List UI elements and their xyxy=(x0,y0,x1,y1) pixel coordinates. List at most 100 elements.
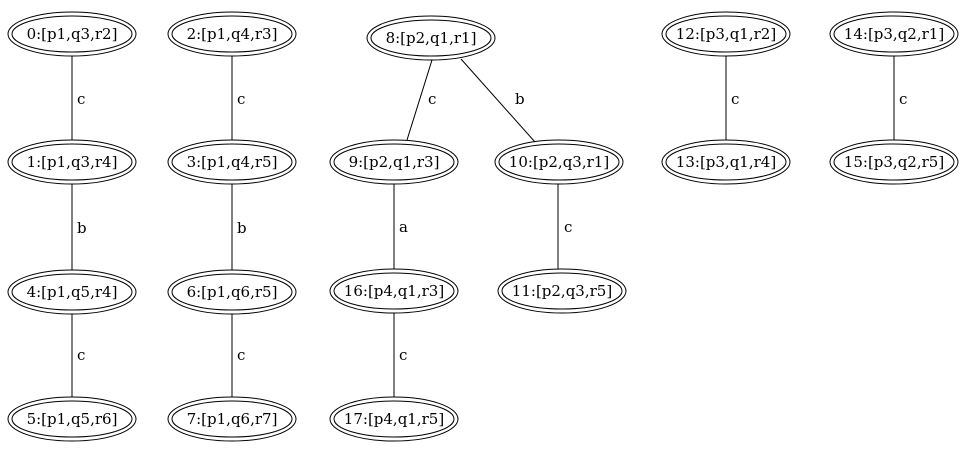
node-outer-ring xyxy=(7,396,137,442)
node-label: 9:[p2,q1,r3] xyxy=(349,153,440,171)
edge-16-17: c xyxy=(393,313,407,397)
node-outer-ring xyxy=(329,268,459,314)
node-6: 6:[p1,q6,r5] xyxy=(167,269,297,315)
edge-8-10: b xyxy=(460,58,536,143)
node-10: 10:[p2,q3,r1] xyxy=(494,139,624,185)
edge-label: c xyxy=(564,218,572,236)
node-inner-ring xyxy=(333,272,455,310)
node-inner-ring xyxy=(501,272,623,310)
node-15: 15:[p3,q2,r5] xyxy=(829,139,959,185)
node-outer-ring xyxy=(829,11,959,57)
node-inner-ring xyxy=(333,400,455,438)
node-inner-ring xyxy=(665,143,787,181)
node-outer-ring xyxy=(494,139,624,185)
edge-label: c xyxy=(237,90,245,108)
edge-label: c xyxy=(899,90,907,108)
edge-line xyxy=(406,59,433,141)
edge-label: b xyxy=(515,90,525,108)
node-outer-ring xyxy=(366,15,496,61)
node-outer-ring xyxy=(497,268,627,314)
edge-8-9: c xyxy=(406,59,436,141)
node-inner-ring xyxy=(665,15,787,53)
node-1: 1:[p1,q3,r4] xyxy=(7,139,137,185)
node-inner-ring xyxy=(171,400,293,438)
edge-3-6: b xyxy=(231,184,247,270)
node-label: 7:[p1,q6,r7] xyxy=(187,410,278,428)
node-12: 12:[p3,q1,r2] xyxy=(661,11,791,57)
node-inner-ring xyxy=(171,273,293,311)
node-inner-ring xyxy=(370,19,492,57)
edge-6-7: c xyxy=(231,314,245,397)
node-inner-ring xyxy=(11,400,133,438)
node-inner-ring xyxy=(11,143,133,181)
edge-label: b xyxy=(77,219,87,237)
node-11: 11:[p2,q3,r5] xyxy=(497,268,627,314)
node-outer-ring xyxy=(7,11,137,57)
node-2: 2:[p1,q4,r3] xyxy=(167,11,297,57)
node-14: 14:[p3,q2,r1] xyxy=(829,11,959,57)
node-inner-ring xyxy=(11,15,133,53)
node-outer-ring xyxy=(167,11,297,57)
node-label: 6:[p1,q6,r5] xyxy=(187,283,278,301)
node-outer-ring xyxy=(329,139,459,185)
node-outer-ring xyxy=(7,269,137,315)
edge-1-4: b xyxy=(71,184,87,270)
node-label: 11:[p2,q3,r5] xyxy=(512,282,612,300)
edge-2-3: c xyxy=(231,56,245,140)
node-label: 2:[p1,q4,r3] xyxy=(187,25,278,43)
node-inner-ring xyxy=(171,15,293,53)
node-13: 13:[p3,q1,r4] xyxy=(661,139,791,185)
node-label: 3:[p1,q4,r5] xyxy=(187,153,278,171)
node-17: 17:[p4,q1,r5] xyxy=(329,396,459,442)
node-label: 17:[p4,q1,r5] xyxy=(344,410,444,428)
node-3: 3:[p1,q4,r5] xyxy=(167,139,297,185)
node-7: 7:[p1,q6,r7] xyxy=(167,396,297,442)
node-label: 13:[p3,q1,r4] xyxy=(676,153,776,171)
node-inner-ring xyxy=(833,15,955,53)
edge-label: c xyxy=(428,90,436,108)
edges-layer: c b c c b c c b a c c c c xyxy=(71,56,907,397)
nodes-layer: 0:[p1,q3,r2] 1:[p1,q3,r4] 4:[p1,q5,r4] 5:[p… xyxy=(7,11,959,442)
edge-label: c xyxy=(77,346,85,364)
node-outer-ring xyxy=(329,396,459,442)
node-label: 8:[p2,q1,r1] xyxy=(386,29,477,47)
node-outer-ring xyxy=(829,139,959,185)
edge-label: c xyxy=(237,346,245,364)
edge-0-1: c xyxy=(71,56,85,140)
node-8: 8:[p2,q1,r1] xyxy=(366,15,496,61)
node-inner-ring xyxy=(833,143,955,181)
edge-label: b xyxy=(237,219,247,237)
node-4: 4:[p1,q5,r4] xyxy=(7,269,137,315)
node-outer-ring xyxy=(167,269,297,315)
node-outer-ring xyxy=(167,396,297,442)
node-inner-ring xyxy=(171,143,293,181)
node-label: 12:[p3,q1,r2] xyxy=(676,25,776,43)
node-9: 9:[p2,q1,r3] xyxy=(329,139,459,185)
node-outer-ring xyxy=(167,139,297,185)
node-label: 14:[p3,q2,r1] xyxy=(844,25,944,43)
node-inner-ring xyxy=(498,143,620,181)
edge-label: c xyxy=(731,90,739,108)
node-label: 10:[p2,q3,r1] xyxy=(509,153,609,171)
node-label: 4:[p1,q5,r4] xyxy=(27,283,118,301)
edge-4-5: c xyxy=(71,314,85,397)
edge-12-13: c xyxy=(725,56,739,140)
node-outer-ring xyxy=(661,11,791,57)
edge-14-15: c xyxy=(893,56,907,140)
node-outer-ring xyxy=(7,139,137,185)
edge-label: a xyxy=(399,218,408,236)
edge-9-16: a xyxy=(393,184,408,269)
node-0: 0:[p1,q3,r2] xyxy=(7,11,137,57)
node-5: 5:[p1,q5,r6] xyxy=(7,396,137,442)
node-label: 0:[p1,q3,r2] xyxy=(27,25,118,43)
node-label: 5:[p1,q5,r6] xyxy=(27,410,118,428)
edge-label: c xyxy=(399,346,407,364)
node-label: 1:[p1,q3,r4] xyxy=(27,153,118,171)
node-label: 16:[p4,q1,r3] xyxy=(344,282,444,300)
edge-line xyxy=(460,58,536,143)
node-inner-ring xyxy=(11,273,133,311)
edge-label: c xyxy=(77,90,85,108)
node-label: 15:[p3,q2,r5] xyxy=(844,153,944,171)
node-inner-ring xyxy=(333,143,455,181)
edge-10-11: c xyxy=(557,184,572,269)
